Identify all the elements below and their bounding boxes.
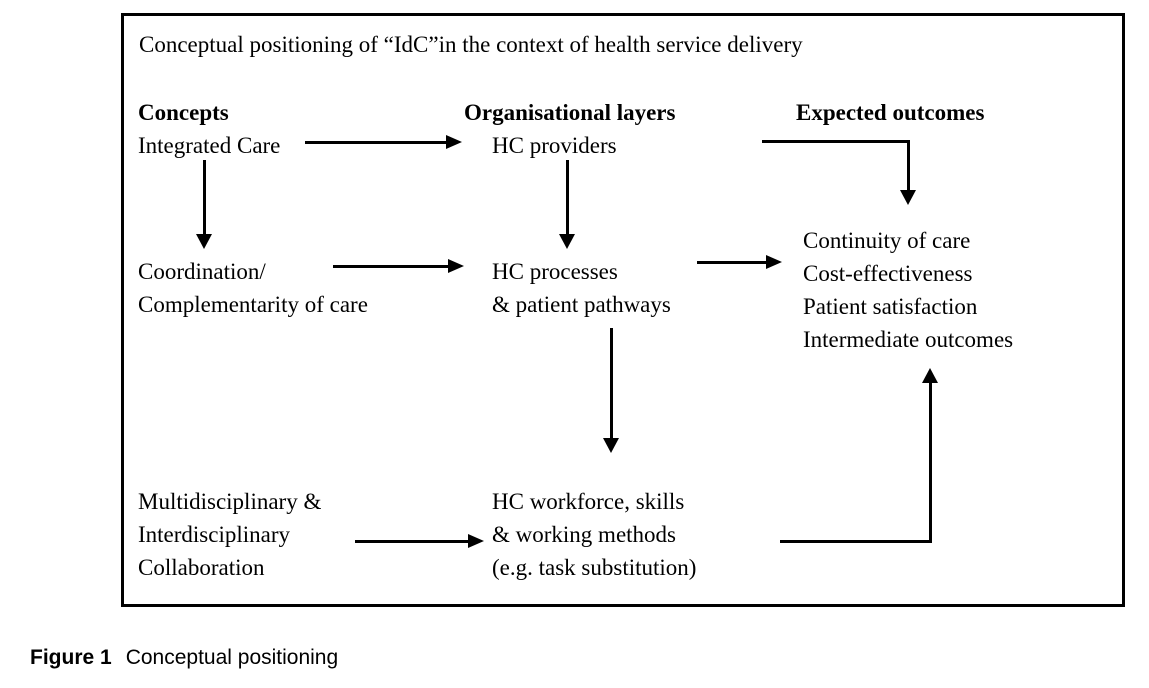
node-hc-workforce-line2: & working methods: [492, 522, 676, 547]
node-multidisciplinary-line3: Collaboration: [138, 555, 265, 580]
arrow-line: [333, 265, 449, 268]
outcome-continuity-of-care: Continuity of care: [803, 228, 971, 253]
figure-border: [121, 13, 1125, 607]
arrow-line: [929, 382, 932, 543]
figure-caption: Figure 1 Conceptual positioning: [30, 646, 338, 670]
arrow-line: [610, 328, 613, 440]
outcome-intermediate-outcomes: Intermediate outcomes: [803, 327, 1014, 352]
outcome-cost-effectiveness: Cost-effectiveness: [803, 261, 973, 286]
arrow-line: [305, 141, 447, 144]
arrowhead-right-icon: [766, 255, 782, 269]
node-coordination-line2: Complementarity of care: [138, 292, 368, 317]
arrow-line: [780, 540, 932, 543]
node-hc-processes-line1: HC processes: [492, 259, 618, 284]
arrowhead-down-icon: [603, 438, 619, 453]
column-header-expected-outcomes: Expected outcomes: [796, 100, 985, 125]
arrowhead-right-icon: [446, 135, 462, 149]
node-coordination-line1: Coordination/: [138, 259, 266, 284]
node-hc-processes-line2: & patient pathways: [492, 292, 671, 317]
arrowhead-right-icon: [448, 259, 464, 273]
arrow-line: [203, 160, 206, 236]
node-multidisciplinary-line1: Multidisciplinary &: [138, 489, 322, 514]
node-multidisciplinary-line2: Interdisciplinary: [138, 522, 291, 547]
arrow-line: [566, 160, 569, 236]
column-header-organisational-layers: Organisational layers: [464, 100, 676, 125]
arrow-line: [697, 261, 767, 264]
figure-caption-label: Figure 1: [30, 646, 112, 669]
arrowhead-up-icon: [922, 368, 938, 383]
figure-caption-text: Conceptual positioning: [125, 646, 339, 669]
arrowhead-down-icon: [559, 234, 575, 249]
arrow-line: [762, 140, 910, 143]
outcome-patient-satisfaction: Patient satisfaction: [803, 294, 978, 319]
arrowhead-down-icon: [900, 190, 916, 205]
figure-title: Conceptual positioning of “IdC”in the co…: [139, 32, 803, 57]
node-hc-workforce-line1: HC workforce, skills: [492, 489, 685, 514]
column-header-concepts: Concepts: [138, 100, 229, 125]
arrowhead-right-icon: [468, 534, 484, 548]
node-hc-providers: HC providers: [492, 133, 617, 158]
arrowhead-down-icon: [196, 234, 212, 249]
node-hc-workforce-line3: (e.g. task substitution): [492, 555, 697, 580]
node-integrated-care: Integrated Care: [138, 133, 281, 158]
arrow-line: [355, 540, 469, 543]
arrow-line: [907, 140, 910, 192]
